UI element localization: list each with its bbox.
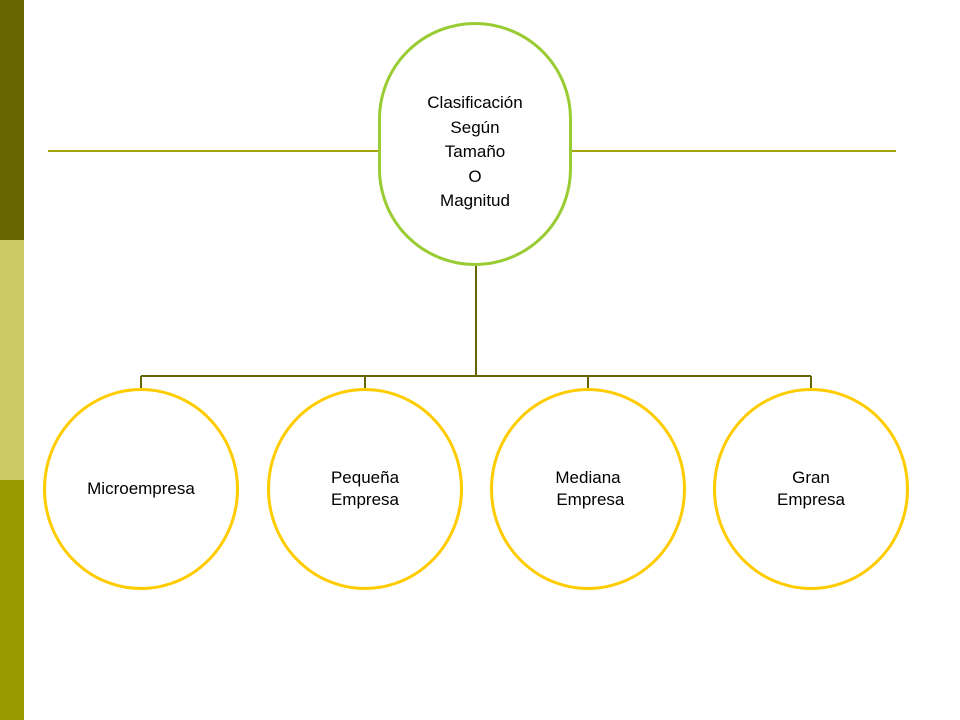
child-label-line: Mediana [555,468,621,487]
child-label-line: Gran [792,468,830,487]
child-label-line: Empresa [330,490,399,509]
child-label: Mediana Empresa [551,467,625,511]
child-label-line: Pequeña [330,468,400,487]
root-label-line: Según [450,117,500,137]
child-node-mediana-empresa: Mediana Empresa [490,388,686,590]
root-label: Clasificación Según Tamaño O Magnitud [381,91,569,214]
child-node-microempresa: Microempresa [43,388,239,590]
child-label: Pequeña Empresa [331,467,399,511]
root-label-line: Clasificación [427,93,523,112]
child-node-pequena-empresa: Pequeña Empresa [267,388,463,590]
child-label-line: Empresa [776,490,846,509]
child-label-line: Microempresa [87,479,195,498]
child-label: Microempresa [87,478,195,500]
root-label-line: Magnitud [440,191,510,210]
child-label-line: Empresa [551,490,625,509]
sidebar-band-top [0,0,24,240]
sidebar-band-bottom [0,480,24,720]
root-node: Clasificación Según Tamaño O Magnitud [378,22,572,266]
sidebar-band-middle [0,240,24,480]
child-node-gran-empresa: Gran Empresa [713,388,909,590]
child-label: Gran Empresa [777,467,845,511]
root-label-line: Tamaño [444,142,506,161]
root-label-line: O [468,166,482,186]
